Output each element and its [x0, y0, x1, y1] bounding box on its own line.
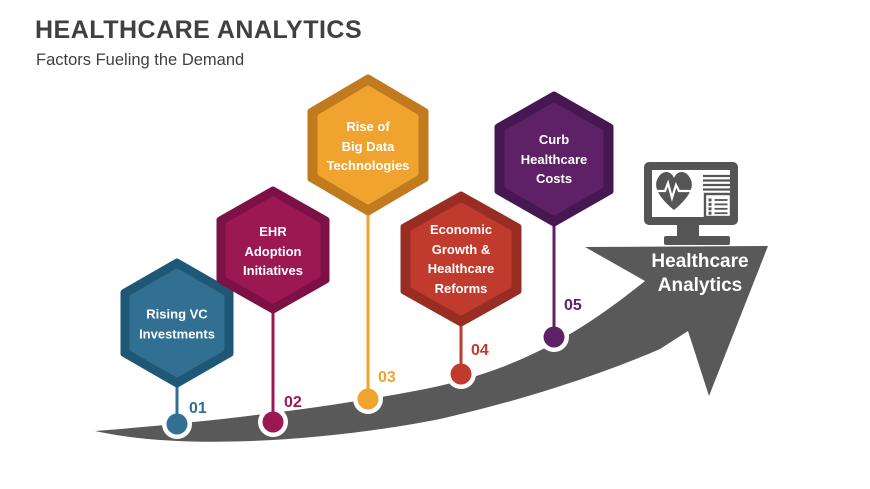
hexagon-ehr-adoption: [216, 186, 330, 314]
step-number-01: 01: [189, 400, 207, 417]
dot-05: [543, 326, 565, 348]
page-title: HEALTHCARE ANALYTICS: [35, 16, 363, 44]
monitor-heartbeat-icon: [644, 162, 738, 245]
step-number-03: 03: [378, 369, 396, 386]
hexagon-curb-costs: [494, 91, 614, 227]
step-number-02: 02: [284, 394, 302, 411]
dot-02: [262, 411, 284, 433]
growth-arrow-shape: [95, 246, 768, 442]
hexagon-economic-growth: [400, 191, 522, 327]
hexagon-big-data: [307, 74, 429, 216]
arrow-label: Healthcare Analytics: [651, 251, 749, 297]
step-number-04: 04: [471, 342, 489, 359]
dot-04: [450, 363, 472, 385]
hexagon-rising-vc-investments: [120, 258, 234, 388]
step-number-05: 05: [564, 297, 582, 314]
timeline-dots: [166, 326, 565, 435]
page-subtitle: Factors Fueling the Demand: [36, 51, 245, 69]
dot-01: [166, 413, 188, 435]
dot-03: [357, 388, 379, 410]
